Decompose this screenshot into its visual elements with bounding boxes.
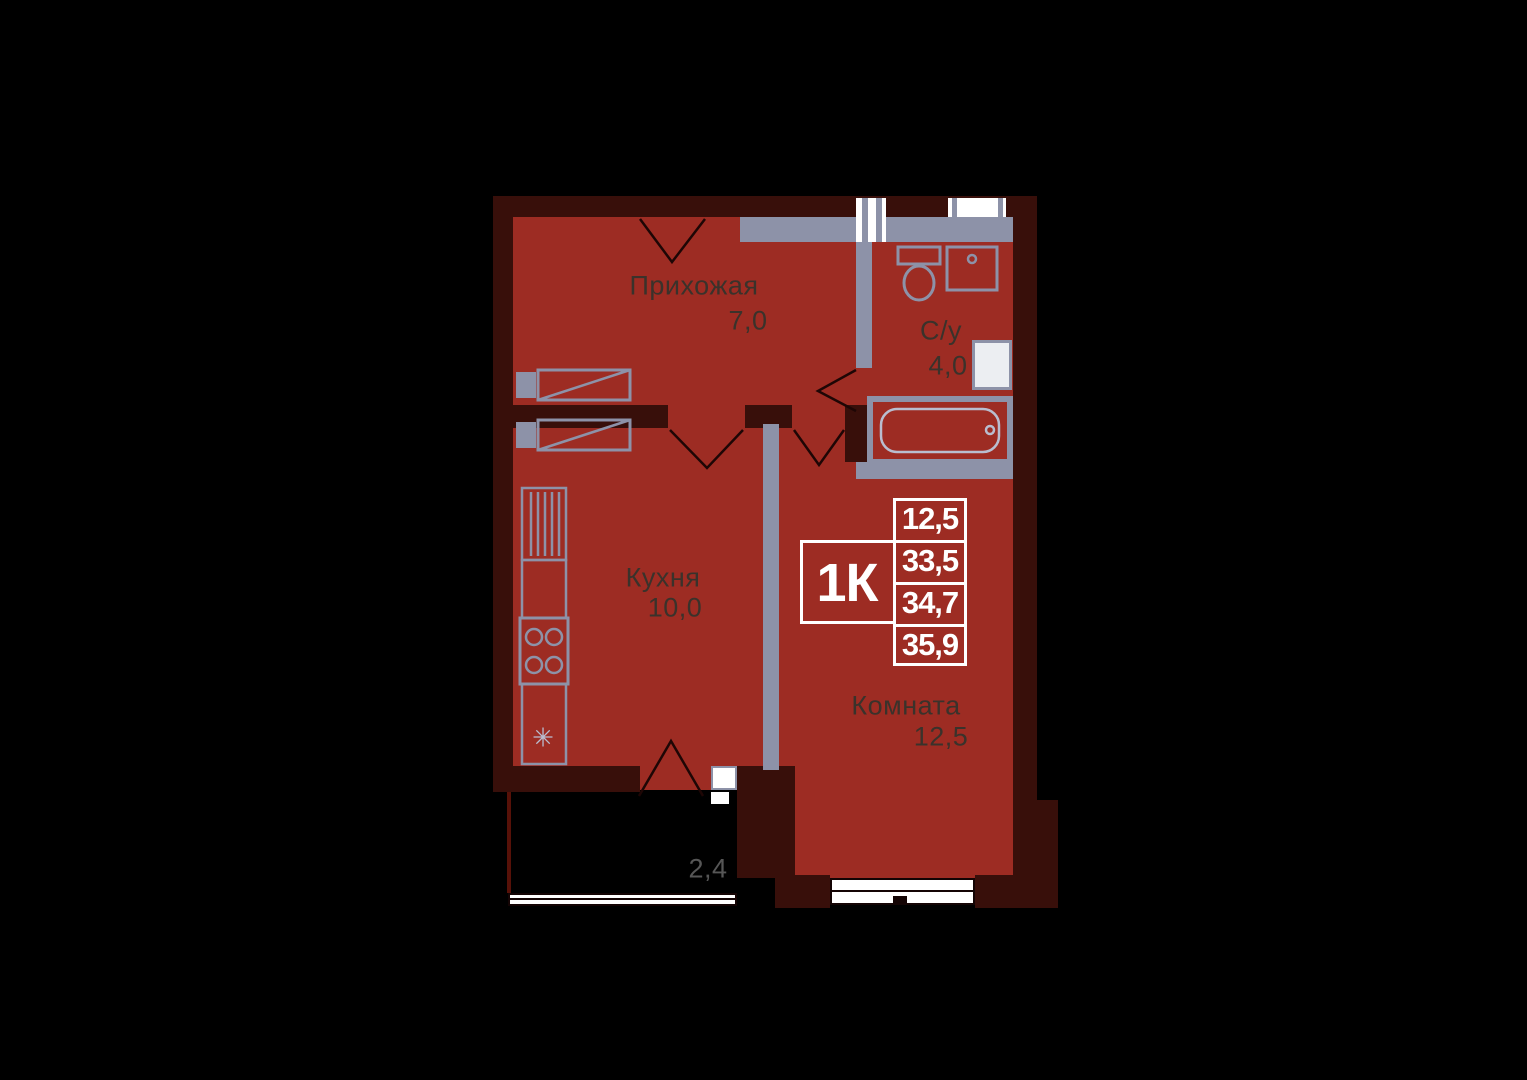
washing-machine: [972, 340, 1012, 390]
riser-tick-1: [862, 198, 868, 242]
area-value-4: 35,9: [901, 627, 959, 662]
wall-left: [493, 196, 513, 792]
ventilation-icon: ✳: [532, 722, 554, 753]
wall-kitchen-bottom: [493, 766, 640, 792]
area-value-1: 12,5: [901, 501, 959, 536]
wall-right: [1013, 196, 1037, 908]
wall-room-bottom-right: [975, 875, 1058, 908]
balcony-area: 2,4: [688, 853, 728, 884]
kitchen-label: Кухня: [625, 562, 701, 593]
apartment-type: 1К: [816, 553, 879, 613]
areas-divider-1: [896, 540, 964, 543]
apartment-areas-box: [893, 498, 967, 666]
living-label: Комната: [851, 690, 961, 721]
living-room-floor: [785, 790, 1025, 878]
areas-divider-2: [896, 582, 964, 585]
hallway-label: Прихожая: [629, 270, 759, 301]
wall-top: [493, 196, 1037, 217]
wall-balcony-room-divider: [737, 766, 795, 878]
balcony-floor: [508, 790, 737, 893]
wall-hall-bath-corner: [845, 405, 872, 462]
area-value-3: 34,7: [901, 585, 959, 620]
bathroom-area: 4,0: [928, 350, 968, 381]
balcony-door-threshold-2: [711, 792, 729, 804]
kitchen-area: 10,0: [647, 592, 703, 623]
riser-tick-2: [876, 198, 882, 242]
living-area: 12,5: [913, 721, 969, 752]
riser-tick-4: [998, 198, 1003, 217]
hallway-area: 7,0: [728, 305, 768, 336]
wall-room-bottom-left: [775, 875, 830, 908]
areas-divider-3: [896, 624, 964, 627]
balcony-door-threshold-1: [711, 766, 737, 790]
balcony-window: [508, 893, 737, 906]
wall-bathroom-horizontal: [856, 462, 1013, 479]
wall-bathroom-vertical: [856, 242, 872, 368]
bathroom-label: С/у: [920, 315, 962, 346]
area-value-2: 33,5: [901, 543, 959, 578]
living-room-window: [830, 878, 975, 905]
wall-hall-kitchen-1: [513, 405, 668, 428]
wall-kitchen-room-divider: [763, 424, 779, 770]
shaft-top-2: [948, 198, 1006, 217]
wall-hall-kitchen-2: [745, 405, 792, 428]
riser-tick-3: [952, 198, 957, 217]
